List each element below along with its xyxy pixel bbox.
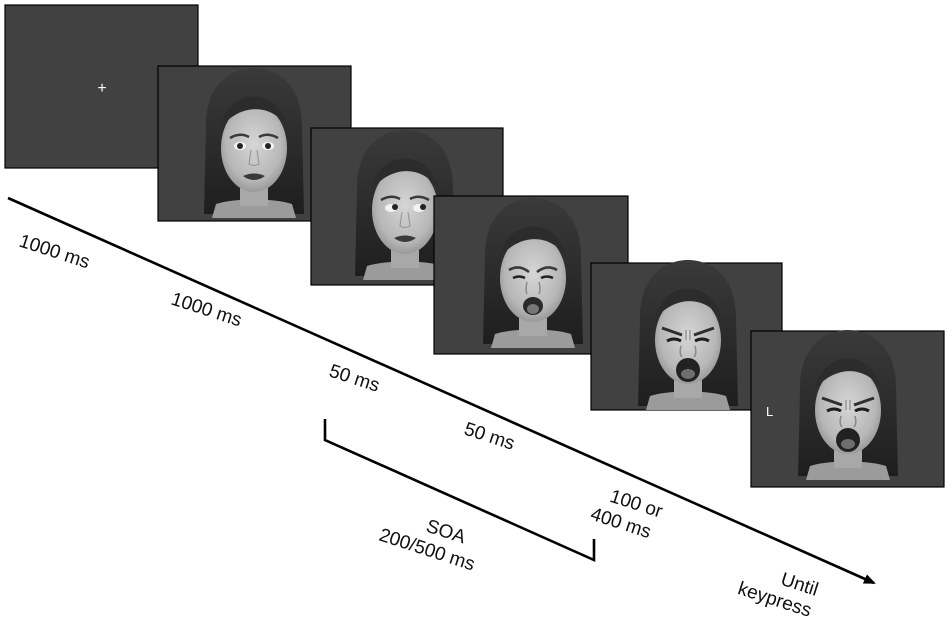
neutral-face-image xyxy=(202,66,306,220)
duration-label-peak: 100 or 400 ms xyxy=(588,486,666,543)
duration-label-averted: 50 ms xyxy=(326,361,382,397)
duration-label-neutral: 1000 ms xyxy=(168,289,244,331)
duration-label-onset: 50 ms xyxy=(461,419,517,455)
duration-label-fixation: 1000 ms xyxy=(16,231,92,273)
disgust-onset-face-image xyxy=(481,196,585,350)
duration-label-target: Until keypress xyxy=(735,569,821,622)
disgust-peak-face-image xyxy=(636,258,740,412)
fixation-cross: + xyxy=(97,80,106,97)
soa-label: SOA 200/500 ms xyxy=(376,516,477,576)
target-letter: L xyxy=(766,404,773,419)
soa-bracket xyxy=(323,419,596,563)
frame-target-face: L xyxy=(750,328,945,488)
timeline-arrow xyxy=(7,196,876,585)
frame-disgust-peak-face xyxy=(590,258,783,412)
target-face-image xyxy=(796,328,900,482)
